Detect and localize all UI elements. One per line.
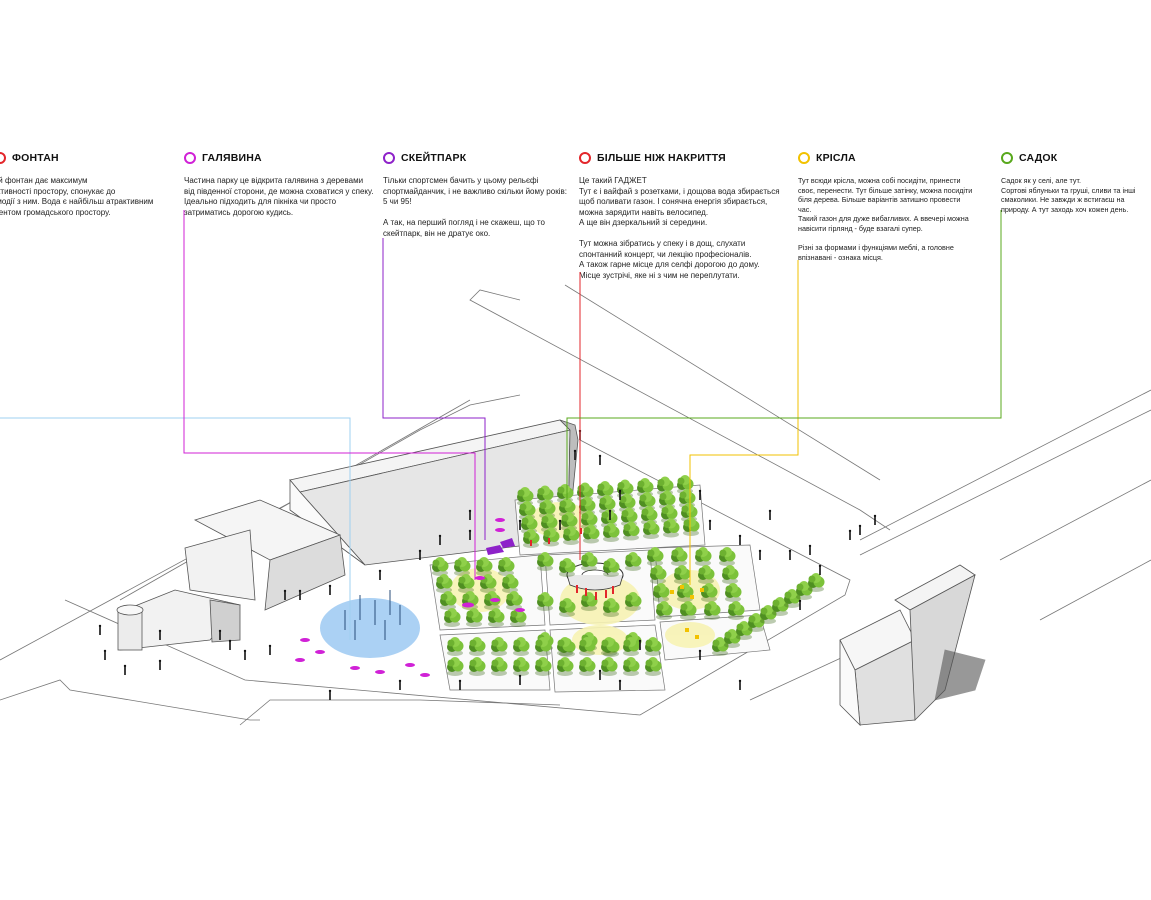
legend-canopy: БІЛЬШЕ НІЖ НАКРИТТЯ Це такий ГАДЖЕТ Тут …: [579, 150, 794, 281]
legend-text: Частина парку це відкрита галявина з дер…: [184, 176, 374, 217]
legend-text: Це такий ГАДЖЕТ Тут є і вайфай з розетка…: [579, 176, 780, 280]
tree: [454, 557, 471, 576]
legend-text: Тільки спортсмен бачить у цьому рельєфі …: [383, 176, 567, 238]
tree: [535, 657, 552, 676]
garden-ring-icon: [1001, 152, 1013, 164]
yellow-chairs: [670, 585, 704, 639]
person: [708, 519, 712, 530]
person: [268, 644, 272, 655]
person: [598, 454, 602, 465]
fountain-ring-icon: [0, 152, 6, 164]
legend-title: БІЛЬШЕ НІЖ НАКРИТТЯ: [597, 152, 726, 164]
skate-elements: [486, 538, 515, 555]
person: [158, 659, 162, 670]
person: [398, 679, 402, 690]
left-buildings: [116, 499, 346, 651]
leader-lines: [0, 210, 1002, 640]
tree: [645, 637, 662, 656]
tree: [432, 557, 449, 576]
person: [103, 649, 107, 660]
person: [848, 529, 852, 540]
legend-text: Тут всюди крісла, можна собі посидіти, п…: [798, 176, 973, 262]
chairs-ring-icon: [798, 152, 810, 164]
legend-title: СКЕЙТПАРК: [401, 152, 467, 164]
legend-text: Сухий фонтан дає максимум атрактивності …: [0, 176, 154, 217]
legend-skatepark: СКЕЙТПАРК Тільки спортсмен бачить у цьом…: [383, 150, 573, 239]
right-buildings: [839, 564, 986, 727]
person: [738, 534, 742, 545]
fountain-area: [320, 590, 420, 658]
person: [98, 624, 102, 635]
person: [788, 549, 792, 560]
legend-title: ФОНТАН: [12, 152, 59, 164]
person: [818, 564, 822, 575]
person: [768, 509, 772, 520]
canopy-ring-icon: [579, 152, 591, 164]
person: [858, 524, 862, 535]
person: [808, 544, 812, 555]
person: [738, 679, 742, 690]
person: [228, 639, 232, 650]
person: [378, 569, 382, 580]
magenta-elements: [295, 518, 525, 677]
person: [328, 584, 332, 595]
legend-chairs: КРІСЛА Тут всюди крісла, можна собі поси…: [798, 150, 988, 262]
legend-title: САДОК: [1019, 152, 1058, 164]
tree: [808, 573, 825, 592]
skatepark-ring-icon: [383, 152, 395, 164]
red-accents: [530, 528, 614, 600]
legend-text: Садок як у селі, але тут. Сортові яблунь…: [1001, 176, 1136, 214]
person: [123, 664, 127, 675]
legend-garden: САДОК Садок як у селі, але тут. Сортові …: [1001, 150, 1146, 214]
legend-title: ГАЛЯВИНА: [202, 152, 262, 164]
person: [758, 549, 762, 560]
legend-lawn: ГАЛЯВИНА Частина парку це відкрита галяв…: [184, 150, 384, 218]
person: [328, 689, 332, 700]
person: [243, 649, 247, 660]
legend-fountain: ФОНТАН Сухий фонтан дає максимум атракти…: [0, 150, 180, 218]
lawn-ring-icon: [184, 152, 196, 164]
legend-title: КРІСЛА: [816, 152, 856, 164]
